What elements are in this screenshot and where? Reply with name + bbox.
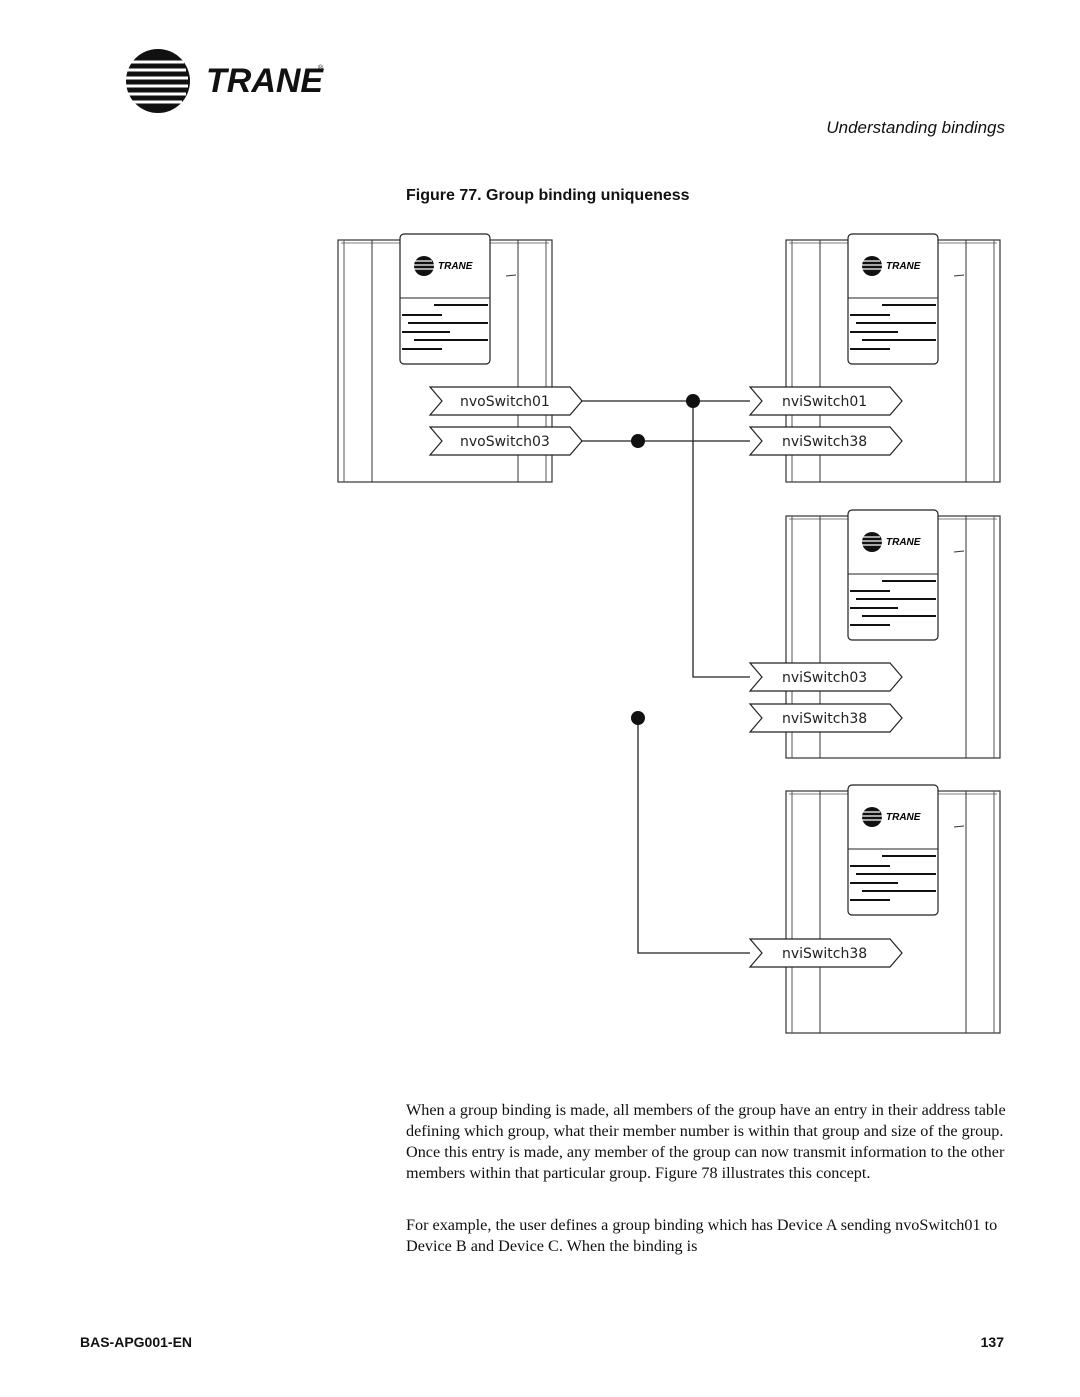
device-brand-label: TRANE <box>438 261 473 272</box>
port-label: nviSwitch38 <box>782 434 867 450</box>
port-nvoswitch03: nvoSwitch03 <box>429 426 583 456</box>
section-title: Understanding bindings <box>826 118 1005 137</box>
port-label: nviSwitch01 <box>782 394 867 410</box>
device-d: TRANE <box>785 784 1001 1034</box>
device-brand-label: TRANE <box>886 812 921 823</box>
port-b-nviswitch38: nviSwitch38 <box>749 426 903 456</box>
svg-text:®: ® <box>318 64 324 72</box>
body-paragraph: When a group binding is made, all member… <box>406 1101 1006 1182</box>
port-b-nviswitch01: nviSwitch01 <box>749 386 903 416</box>
body-paragraph: For example, the user defines a group bi… <box>406 1216 998 1255</box>
page-number: 137 <box>980 1334 1004 1350</box>
port-label: nviSwitch38 <box>782 711 867 727</box>
port-label: nviSwitch38 <box>782 946 867 962</box>
document-id: BAS-APG001-EN <box>80 1334 193 1350</box>
port-c-nviswitch03: nviSwitch03 <box>749 662 903 692</box>
device-brand-label: TRANE <box>886 261 921 272</box>
port-c-nviswitch38: nviSwitch38 <box>749 703 903 733</box>
port-d-nviswitch38: nviSwitch38 <box>749 938 903 968</box>
device-a: TRANE <box>337 233 553 483</box>
port-label: nvoSwitch03 <box>460 434 550 450</box>
trane-logo: TRANE ® <box>126 49 324 113</box>
group-binding-diagram: TRANE TRANE TRANE TRANE nvoSwitch01 nvoS… <box>337 233 1001 1034</box>
device-c: TRANE <box>785 509 1001 759</box>
figure-caption: Figure 77. Group binding uniqueness <box>406 187 690 204</box>
logo-wordmark: TRANE <box>206 62 324 100</box>
device-b: TRANE <box>785 233 1001 483</box>
port-label: nviSwitch03 <box>782 670 867 686</box>
port-nvoswitch01: nvoSwitch01 <box>429 386 583 416</box>
binding-wires <box>582 400 750 954</box>
device-brand-label: TRANE <box>886 537 921 548</box>
port-label: nvoSwitch01 <box>460 394 550 410</box>
junction-dots <box>631 394 700 725</box>
